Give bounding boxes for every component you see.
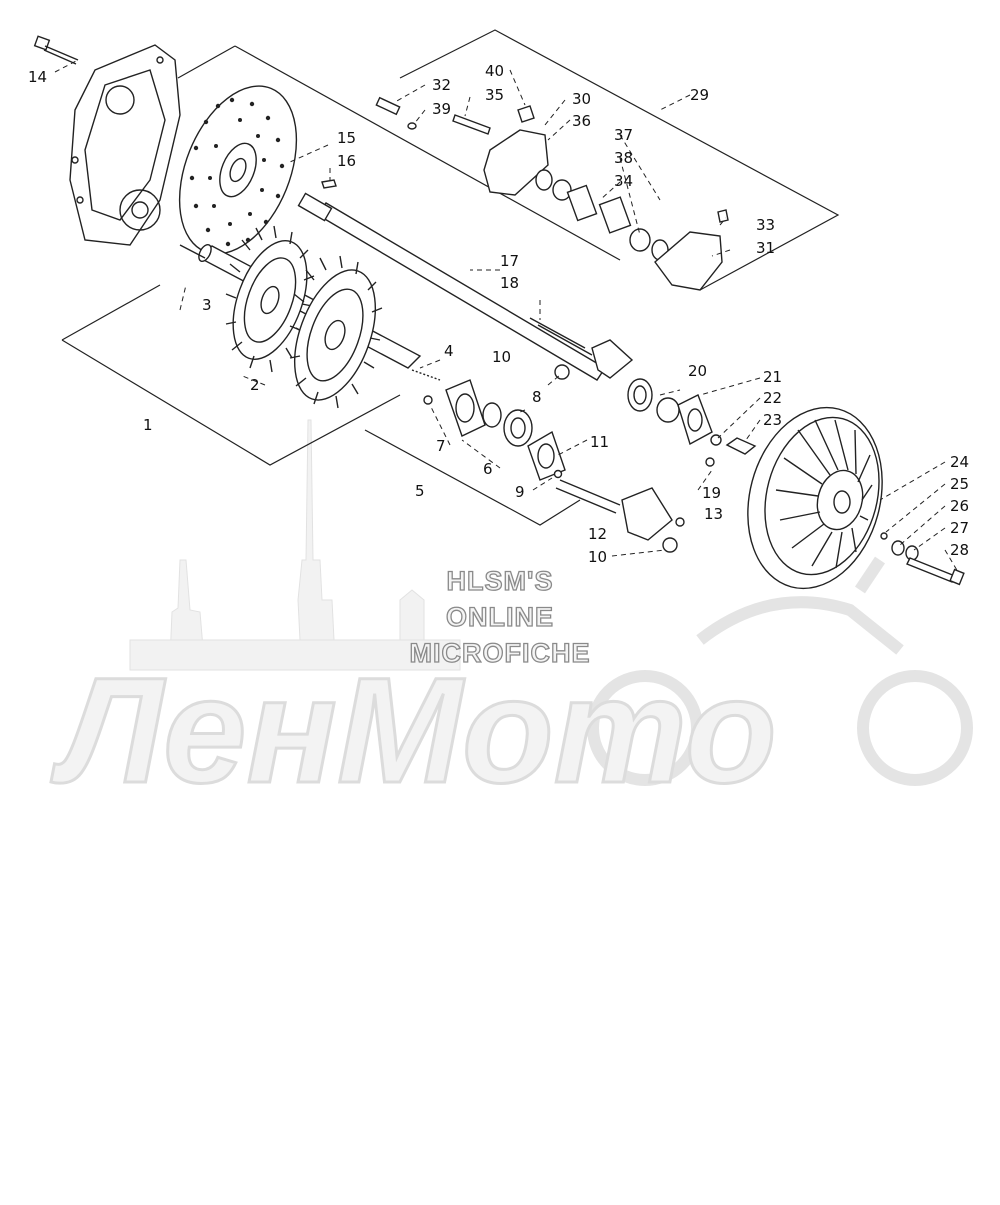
idler-wheel: [747, 406, 965, 590]
callout-24: 24: [950, 453, 969, 471]
callout-8: 8: [532, 388, 542, 406]
callout-22: 22: [763, 389, 782, 407]
watermark-motorcycle: [587, 556, 973, 786]
callout-39: 39: [432, 100, 451, 118]
callout-18: 18: [500, 274, 519, 292]
callout-labels: 14 15 16 17 18 3 2 1 4 10 8 7 11 6 9 5 1…: [28, 62, 969, 566]
callout-23: 23: [763, 411, 782, 429]
callout-10-upper: 10: [492, 348, 511, 366]
callout-19: 19: [702, 484, 721, 502]
caliper-assembly: [375, 96, 729, 291]
callout-40: 40: [485, 62, 504, 80]
callout-5: 5: [415, 482, 425, 500]
callout-9: 9: [515, 483, 525, 501]
watermark-line-2: ONLINE: [446, 602, 554, 632]
callout-17: 17: [500, 252, 519, 270]
callout-32: 32: [432, 76, 451, 94]
callout-26: 26: [950, 497, 969, 515]
callout-13: 13: [704, 505, 723, 523]
frame-group-29: [399, 29, 840, 291]
callout-20: 20: [688, 362, 707, 380]
key-16: [321, 179, 337, 189]
drive-sprocket-outer: [289, 255, 383, 409]
callout-15: 15: [337, 129, 356, 147]
watermark-line-3: MICROFICHE: [410, 638, 591, 668]
callout-27: 27: [950, 519, 969, 537]
bolt-14: [33, 35, 79, 65]
callout-25: 25: [950, 475, 969, 493]
drive-sprocket-inner: [225, 225, 315, 373]
callout-2: 2: [250, 376, 260, 394]
callout-4: 4: [444, 342, 454, 360]
callout-12: 12: [588, 525, 607, 543]
callout-37: 37: [614, 126, 633, 144]
callout-35: 35: [485, 86, 504, 104]
callout-leaders: [54, 59, 959, 573]
callout-3: 3: [202, 296, 212, 314]
frame-shaft-upper: [234, 45, 621, 261]
callout-11: 11: [590, 433, 609, 451]
callout-10-lower: 10: [588, 548, 607, 566]
frame-group-1-top-left: [61, 284, 161, 341]
callout-16: 16: [337, 152, 356, 170]
callout-31: 31: [756, 239, 775, 257]
bearing-housing-group: [411, 364, 570, 481]
frame-group-5: [364, 429, 581, 526]
watermark-line-1: HLSM'S: [447, 566, 554, 596]
watermark-brand: ЛенМото: [50, 646, 777, 814]
end-cap-assembly: [555, 479, 685, 553]
callout-6: 6: [483, 460, 493, 478]
callout-33: 33: [756, 216, 775, 234]
callout-1: 1: [143, 416, 153, 434]
callout-38: 38: [614, 149, 633, 167]
chaincase: [69, 44, 181, 246]
callout-36: 36: [572, 112, 591, 130]
callout-34: 34: [614, 172, 633, 190]
right-bearing-group: [591, 339, 757, 467]
frame-group-1-top: [177, 45, 236, 79]
callout-21: 21: [763, 368, 782, 386]
callout-14: 14: [28, 68, 47, 86]
callout-28: 28: [950, 541, 969, 559]
callout-7: 7: [436, 437, 446, 455]
callout-30: 30: [572, 90, 591, 108]
frame-group-1: [61, 339, 401, 466]
watermark-skyline: [129, 419, 461, 671]
brake-disc: [178, 85, 298, 255]
callout-29: 29: [690, 86, 709, 104]
